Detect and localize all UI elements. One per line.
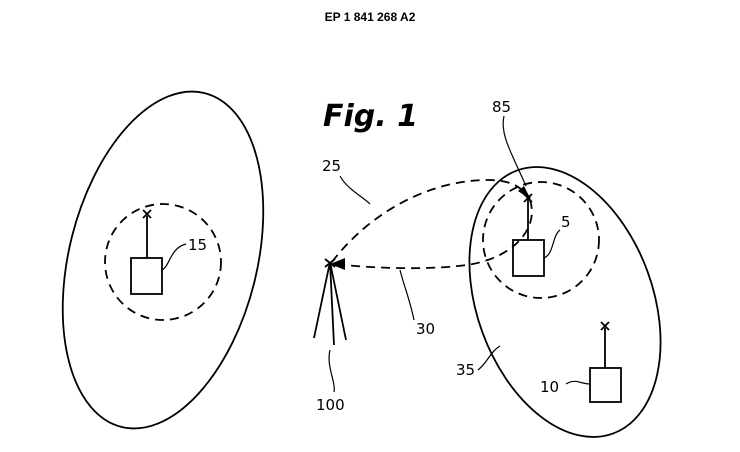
label-100-leader: [328, 349, 335, 393]
label-30: 30: [416, 320, 435, 338]
label-10: 10: [540, 378, 559, 396]
label-5-leader: [543, 229, 561, 259]
right-cell-boundary: [468, 166, 662, 438]
label-35: 35: [456, 361, 475, 379]
figure-title: Fig. 1: [323, 99, 418, 134]
station-10-antenna-tip: [600, 321, 610, 331]
station-15-box: [130, 257, 163, 295]
link-25-arrowhead: [518, 186, 531, 200]
label-15-leader: [161, 243, 187, 271]
link-25: [331, 179, 531, 263]
label-25: 25: [322, 157, 341, 175]
link-30-arrowhead: [330, 258, 345, 270]
label-30-leader: [399, 269, 415, 321]
right-coverage-area: [482, 181, 600, 299]
link-30: [333, 199, 533, 270]
left-coverage-area: [104, 203, 222, 321]
tower-100: [313, 261, 347, 346]
label-100: 100: [316, 396, 345, 414]
label-35-leader: [477, 345, 501, 371]
station-5-box: [512, 239, 545, 277]
label-85-leader: [502, 115, 527, 187]
label-15: 15: [188, 236, 207, 254]
label-5: 5: [561, 213, 571, 231]
patent-number: EP 1 841 268 A2: [324, 10, 416, 24]
station-15-antenna-tip: [142, 209, 152, 219]
label-10-leader: [565, 380, 591, 385]
label-85: 85: [492, 98, 511, 116]
left-cell-boundary: [61, 90, 265, 430]
label-25-leader: [339, 175, 371, 205]
station-10-box: [589, 367, 622, 403]
